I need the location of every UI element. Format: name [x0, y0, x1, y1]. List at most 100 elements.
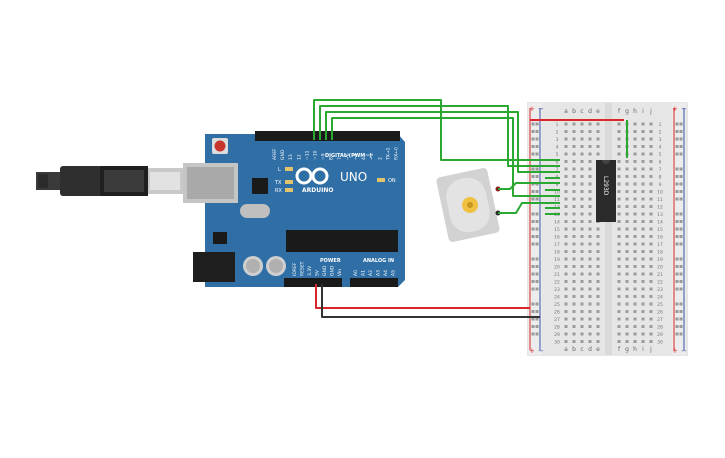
breadboard-hole[interactable] [633, 130, 637, 133]
breadboard-hole[interactable] [564, 265, 568, 268]
breadboard-hole[interactable] [617, 130, 621, 133]
breadboard-hole[interactable] [649, 317, 653, 321]
breadboard-hole[interactable] [633, 175, 637, 178]
rail-hole[interactable] [675, 265, 679, 268]
breadboard-hole[interactable] [588, 310, 592, 313]
rail-hole[interactable] [675, 287, 679, 291]
rail-hole[interactable] [531, 242, 535, 246]
breadboard-hole[interactable] [633, 235, 637, 238]
breadboard-hole[interactable] [564, 235, 568, 238]
rail-hole[interactable] [531, 152, 535, 156]
rail-hole[interactable] [535, 197, 539, 201]
breadboard-hole[interactable] [596, 280, 600, 283]
breadboard-hole[interactable] [564, 130, 568, 133]
breadboard-hole[interactable] [588, 122, 592, 126]
breadboard-hole[interactable] [617, 332, 621, 336]
breadboard-hole[interactable] [588, 340, 592, 343]
breadboard-hole[interactable] [596, 227, 600, 231]
breadboard-hole[interactable] [572, 295, 576, 298]
breadboard-hole[interactable] [649, 250, 653, 253]
rail-hole[interactable] [675, 212, 679, 216]
breadboard-hole[interactable] [641, 152, 645, 156]
rail-hole[interactable] [531, 220, 535, 223]
breadboard-hole[interactable] [641, 182, 645, 186]
rail-hole[interactable] [679, 317, 683, 321]
breadboard-hole[interactable] [580, 280, 584, 283]
breadboard-hole[interactable] [580, 302, 584, 306]
breadboard-hole[interactable] [641, 242, 645, 246]
wire-gnd[interactable] [321, 284, 540, 318]
rail-hole[interactable] [535, 265, 539, 268]
rail-hole[interactable] [675, 167, 679, 171]
breadboard-hole[interactable] [596, 302, 600, 306]
breadboard-hole[interactable] [580, 130, 584, 133]
breadboard-hole[interactable] [580, 145, 584, 148]
breadboard-hole[interactable] [572, 332, 576, 336]
rail-hole[interactable] [675, 302, 679, 306]
breadboard-hole[interactable] [564, 310, 568, 313]
rail-hole[interactable] [675, 152, 679, 156]
breadboard-hole[interactable] [588, 235, 592, 238]
breadboard-hole[interactable] [649, 265, 653, 268]
rail-hole[interactable] [531, 212, 535, 216]
breadboard-hole[interactable] [617, 137, 621, 141]
breadboard-hole[interactable] [633, 310, 637, 313]
rail-hole[interactable] [675, 197, 679, 201]
breadboard-hole[interactable] [588, 257, 592, 261]
breadboard-hole[interactable] [572, 212, 576, 216]
breadboard-hole[interactable] [588, 227, 592, 231]
breadboard-hole[interactable] [572, 152, 576, 156]
breadboard-hole[interactable] [588, 197, 592, 201]
breadboard-hole[interactable] [649, 160, 653, 163]
breadboard-hole[interactable] [564, 302, 568, 306]
breadboard-hole[interactable] [633, 272, 637, 276]
breadboard-hole[interactable] [564, 287, 568, 291]
rail-hole[interactable] [535, 122, 539, 126]
rail-hole[interactable] [675, 235, 679, 238]
breadboard-hole[interactable] [572, 122, 576, 126]
breadboard-hole[interactable] [641, 227, 645, 231]
breadboard-hole[interactable] [564, 205, 568, 208]
rail-hole[interactable] [531, 197, 535, 201]
breadboard-hole[interactable] [641, 220, 645, 223]
breadboard-hole[interactable] [649, 340, 653, 343]
breadboard-hole[interactable] [641, 137, 645, 141]
breadboard-hole[interactable] [596, 152, 600, 156]
breadboard-hole[interactable] [625, 220, 629, 223]
breadboard-hole[interactable] [641, 295, 645, 298]
breadboard-hole[interactable] [588, 280, 592, 283]
breadboard-hole[interactable] [649, 310, 653, 313]
wire-pin9[interactable] [319, 105, 560, 167]
breadboard-hole[interactable] [580, 287, 584, 291]
rail-hole[interactable] [535, 235, 539, 238]
breadboard-hole[interactable] [625, 325, 629, 328]
breadboard-hole[interactable] [572, 287, 576, 291]
breadboard-hole[interactable] [588, 130, 592, 133]
breadboard-hole[interactable] [588, 190, 592, 193]
breadboard-hole[interactable] [564, 340, 568, 343]
rail-hole[interactable] [535, 257, 539, 261]
breadboard-hole[interactable] [641, 130, 645, 133]
breadboard-hole[interactable] [649, 302, 653, 306]
rail-hole[interactable] [675, 122, 679, 126]
breadboard-hole[interactable] [625, 190, 629, 193]
breadboard-hole[interactable] [564, 197, 568, 201]
rail-hole[interactable] [531, 302, 535, 306]
breadboard-hole[interactable] [596, 235, 600, 238]
breadboard-hole[interactable] [580, 257, 584, 261]
breadboard-hole[interactable] [617, 205, 621, 208]
breadboard-hole[interactable] [580, 197, 584, 201]
breadboard-hole[interactable] [649, 130, 653, 133]
rail-hole[interactable] [535, 175, 539, 178]
wire-5v[interactable] [315, 284, 530, 309]
breadboard-hole[interactable] [572, 280, 576, 283]
rail-hole[interactable] [675, 317, 679, 321]
rail-hole[interactable] [679, 152, 683, 156]
rail-hole[interactable] [679, 197, 683, 201]
breadboard-hole[interactable] [572, 265, 576, 268]
rail-hole[interactable] [675, 175, 679, 178]
breadboard-hole[interactable] [580, 242, 584, 246]
breadboard-hole[interactable] [572, 145, 576, 148]
rail-hole[interactable] [535, 325, 539, 328]
breadboard-hole[interactable] [633, 242, 637, 246]
